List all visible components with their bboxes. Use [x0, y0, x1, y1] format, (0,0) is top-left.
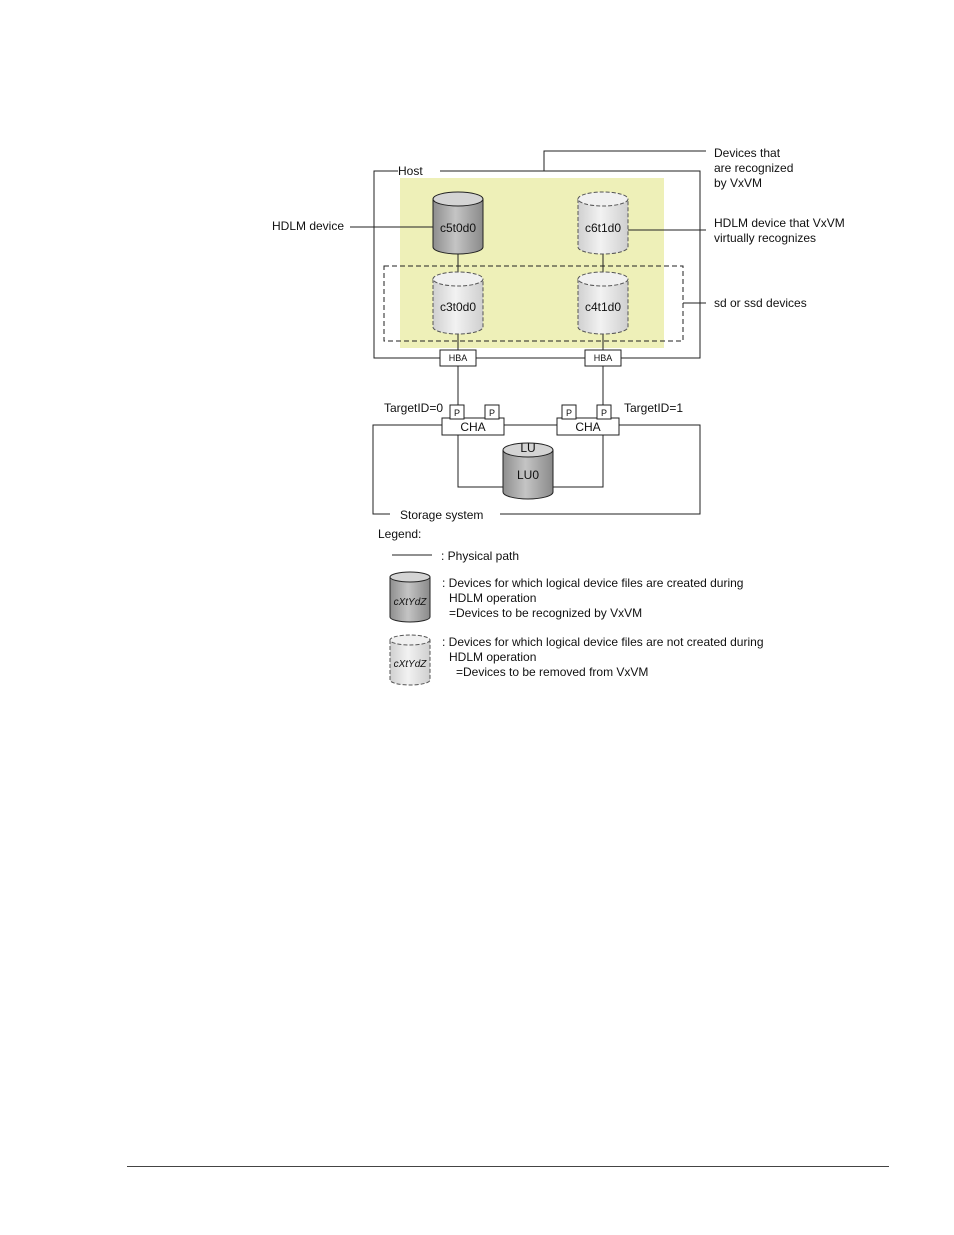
- disk-c6t1d0: c6t1d0: [577, 191, 629, 255]
- cha-left: CHA: [441, 417, 505, 436]
- footer-rule: [127, 1166, 889, 1167]
- devices-recognized-line3: by VxVM: [714, 176, 762, 190]
- cha-left-label: CHA: [460, 420, 485, 434]
- target0-label: TargetID=0: [384, 401, 443, 415]
- host-label: Host: [398, 164, 423, 178]
- storage-label: Storage system: [400, 508, 483, 522]
- legend-virtual-disk: cXtYdZ: [389, 634, 431, 686]
- hba-right: HBA: [584, 349, 622, 367]
- legend-solid-disk: cXtYdZ: [389, 571, 431, 623]
- hba-left-label: HBA: [449, 353, 468, 363]
- hdlm-device-label: HDLM device: [272, 219, 344, 233]
- path-cha-left-lu: [457, 435, 503, 488]
- target1-label: TargetID=1: [624, 401, 683, 415]
- devices-recognized-line1: Devices that: [714, 146, 781, 160]
- port-right-1: P: [561, 404, 577, 420]
- legend-virtual-line2: HDLM operation: [449, 650, 536, 664]
- hba-left: HBA: [439, 349, 477, 367]
- lu0-label: LU0: [517, 468, 539, 482]
- port-left-2: P: [484, 404, 500, 420]
- devices-recognized-line2: are recognized: [714, 161, 793, 175]
- legend-solid-line3: =Devices to be recognized by VxVM: [449, 606, 642, 620]
- port-left-1-label: P: [454, 408, 460, 418]
- port-right-1-label: P: [566, 408, 572, 418]
- legend-solid-disk-label: cXtYdZ: [394, 597, 428, 608]
- path-cha-right-lu: [552, 435, 604, 488]
- lu-label: LU: [520, 441, 535, 455]
- legend-virtual-line1: : Devices for which logical device files…: [442, 635, 764, 649]
- port-left-2-label: P: [489, 408, 495, 418]
- disk-c5t0d0: c5t0d0: [432, 191, 484, 255]
- disk-c3t0d0: c3t0d0: [432, 271, 484, 335]
- host-box: [373, 170, 701, 359]
- hba-right-label: HBA: [594, 353, 613, 363]
- port-right-2-label: P: [601, 408, 607, 418]
- legend-virtual-line3: =Devices to be removed from VxVM: [456, 665, 648, 679]
- legend-title: Legend:: [378, 527, 421, 541]
- disk-c5t0d0-label: c5t0d0: [440, 221, 476, 235]
- storage-box: [372, 424, 701, 515]
- disk-c4t1d0: c4t1d0: [577, 271, 629, 335]
- hdlm-virtual-line2: virtually recognizes: [714, 231, 816, 245]
- recognized-bracket: [543, 150, 706, 171]
- disk-c6t1d0-label: c6t1d0: [585, 221, 621, 235]
- legend-solid-line2: HDLM operation: [449, 591, 536, 605]
- legend-physical-path: : Physical path: [441, 549, 519, 563]
- cha-right: CHA: [556, 417, 620, 436]
- disk-lu0: LU LU0: [502, 441, 554, 500]
- disk-c4t1d0-label: c4t1d0: [585, 300, 621, 314]
- hdlm-virtual-line1: HDLM device that VxVM: [714, 216, 845, 230]
- port-right-2: P: [596, 404, 612, 420]
- legend-virtual-disk-label: cXtYdZ: [394, 659, 428, 670]
- cha-right-label: CHA: [575, 420, 600, 434]
- disk-c3t0d0-label: c3t0d0: [440, 300, 476, 314]
- port-left-1: P: [449, 404, 465, 420]
- legend-solid-line1: : Devices for which logical device files…: [442, 576, 743, 590]
- sd-devices-label: sd or ssd devices: [714, 296, 807, 310]
